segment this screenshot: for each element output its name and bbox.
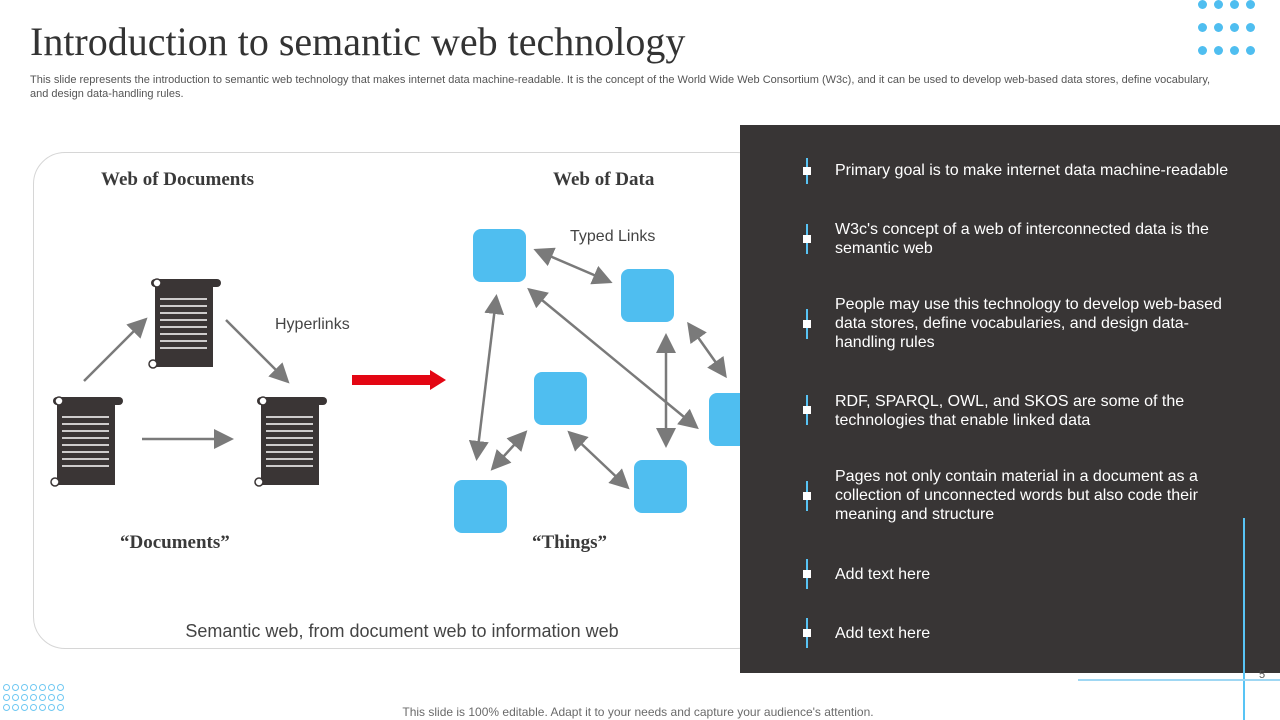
hyperlink-arrow-1 <box>83 317 148 382</box>
thing-node-1 <box>473 229 526 282</box>
bullet-text: W3c's concept of a web of interconnected… <box>835 221 1209 257</box>
hyperlink-arrow-2 <box>225 319 290 384</box>
left-heading: Web of Documents <box>101 169 255 190</box>
bullet-text: Pages not only contain material in a doc… <box>835 468 1198 523</box>
diagram-caption: Semantic web, from document web to infor… <box>185 621 619 641</box>
typed-link-arrow-5 <box>687 321 727 379</box>
documents-label: “Documents” <box>120 532 230 553</box>
typed-link-arrow-3 <box>468 294 505 461</box>
slide-subtitle: This slide represents the introduction t… <box>30 74 1211 100</box>
typed-link-arrow-7 <box>567 430 630 490</box>
document-icon-top <box>148 278 222 369</box>
decorative-line-horizontal <box>1078 679 1280 681</box>
typed-link-arrow-1 <box>533 247 613 285</box>
diagram-card: Web of Documents Web of Data Hyperlinks … <box>33 152 769 649</box>
bullet-text: People may use this technology to develo… <box>835 296 1222 351</box>
thing-node-3 <box>534 372 587 425</box>
slide-title: Introduction to semantic web technology <box>30 19 686 64</box>
bullet-text: Primary goal is to make internet data ma… <box>835 162 1229 179</box>
document-icon-left <box>50 396 124 487</box>
thing-node-2 <box>621 269 674 322</box>
bullet-text: Add text here <box>835 566 931 583</box>
thing-node-6 <box>454 480 507 533</box>
right-heading: Web of Data <box>553 169 655 190</box>
bullet-text: RDF, SPARQL, OWL, and SKOS are some of t… <box>835 393 1185 429</box>
footer-note: This slide is 100% editable. Adapt it to… <box>402 705 874 719</box>
transform-arrow <box>352 370 446 390</box>
hyperlinks-label: Hyperlinks <box>275 316 350 333</box>
decorative-dots-top-right <box>1198 0 1256 55</box>
thing-node-5 <box>634 460 687 513</box>
things-label: “Things” <box>532 532 607 553</box>
document-icon-right <box>254 396 328 487</box>
web-diagram <box>50 229 762 533</box>
page-number: 5 <box>1259 669 1266 681</box>
typed-link-arrow-6 <box>490 430 528 471</box>
typed-links-label: Typed Links <box>570 228 656 245</box>
bullet-panel: Primary goal is to make internet data ma… <box>740 125 1280 673</box>
decorative-dots-bottom-left <box>3 684 64 711</box>
decorative-line-vertical <box>1243 518 1245 720</box>
bullet-text: Add text here <box>835 625 931 642</box>
